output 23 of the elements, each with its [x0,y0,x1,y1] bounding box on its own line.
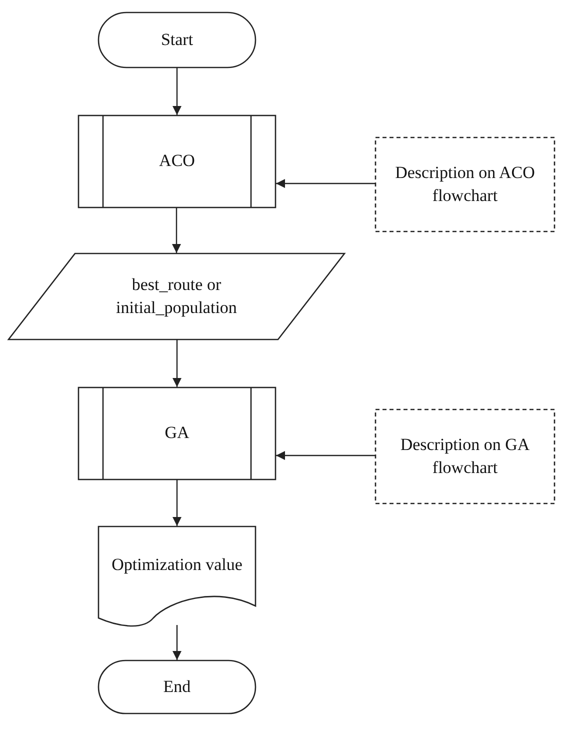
arrow [172,340,182,387]
subprocess-box [78,387,276,480]
data-parallelogram [8,253,345,340]
node-label: ACO [159,150,195,172]
arrow [172,68,182,115]
arrow [172,625,182,660]
node-label: Description on GA flowchart [399,434,531,478]
document-shape [98,526,256,626]
note-box [375,137,555,232]
arrow [276,179,375,188]
node-label: Start [160,28,194,51]
arrow [276,451,375,460]
terminator [98,660,256,714]
node-label: Description on ACO flowchart [394,162,536,206]
node-label: Optimization value [112,554,242,576]
note-box [375,409,555,504]
subprocess-box [78,115,276,208]
node-label: GA [164,422,190,444]
node-label: best_route or initial_population [115,274,238,319]
terminator [98,12,256,68]
node-label: End [163,676,191,698]
arrow [172,480,182,526]
arrow [172,208,181,253]
